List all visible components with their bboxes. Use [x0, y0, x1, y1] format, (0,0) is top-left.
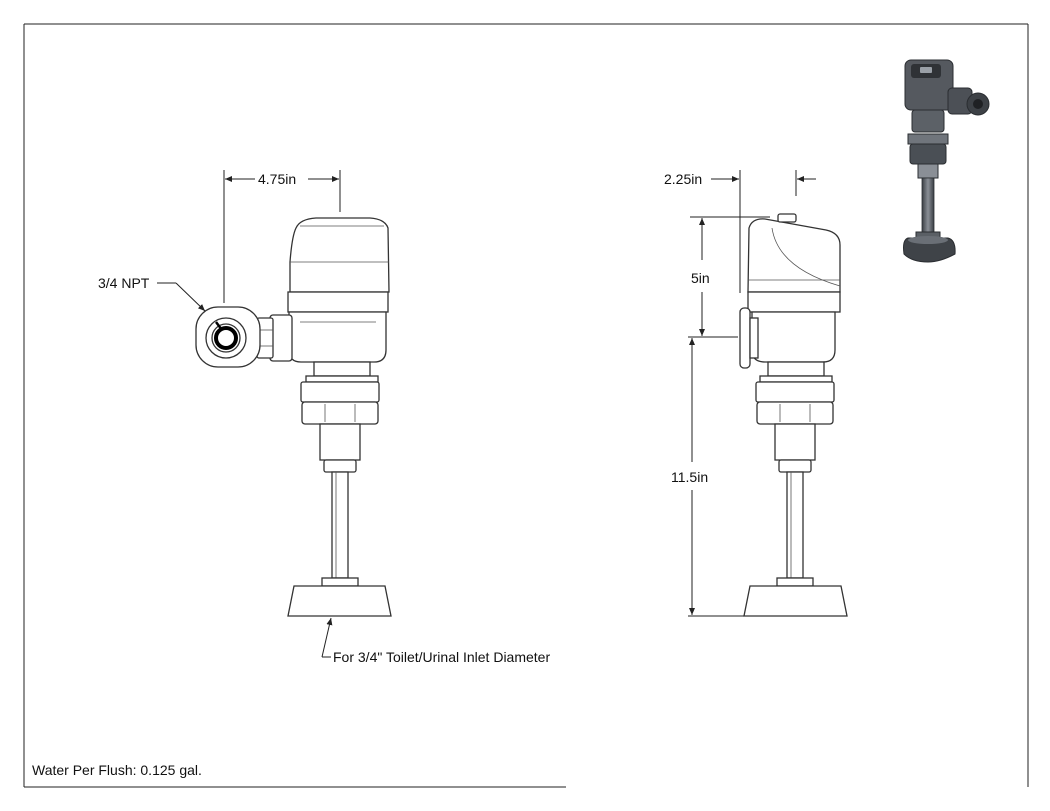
sheet-frame	[23, 23, 1029, 788]
valve-thumbnail	[903, 59, 990, 263]
inlet-thread-label: 3/4 NPT	[98, 275, 150, 291]
side-depth-label: 2.25in	[664, 171, 702, 187]
head-height-label: 5in	[691, 270, 710, 286]
side-dimension-depth	[711, 170, 816, 293]
side-dimension-stem-height	[688, 338, 744, 617]
water-per-flush-note: Water Per Flush: 0.125 gal.	[32, 762, 202, 778]
front-dimension-width	[223, 170, 341, 303]
front-view	[195, 217, 392, 617]
outlet-note-leader	[321, 617, 333, 658]
side-dimension-head-height	[688, 216, 770, 338]
side-view	[739, 213, 848, 617]
outlet-note-label: For 3/4" Toilet/Urinal Inlet Diameter	[333, 649, 550, 665]
stem-height-label: 11.5in	[671, 469, 708, 485]
front-width-label: 4.75in	[258, 171, 296, 187]
inlet-thread-leader	[157, 282, 206, 312]
